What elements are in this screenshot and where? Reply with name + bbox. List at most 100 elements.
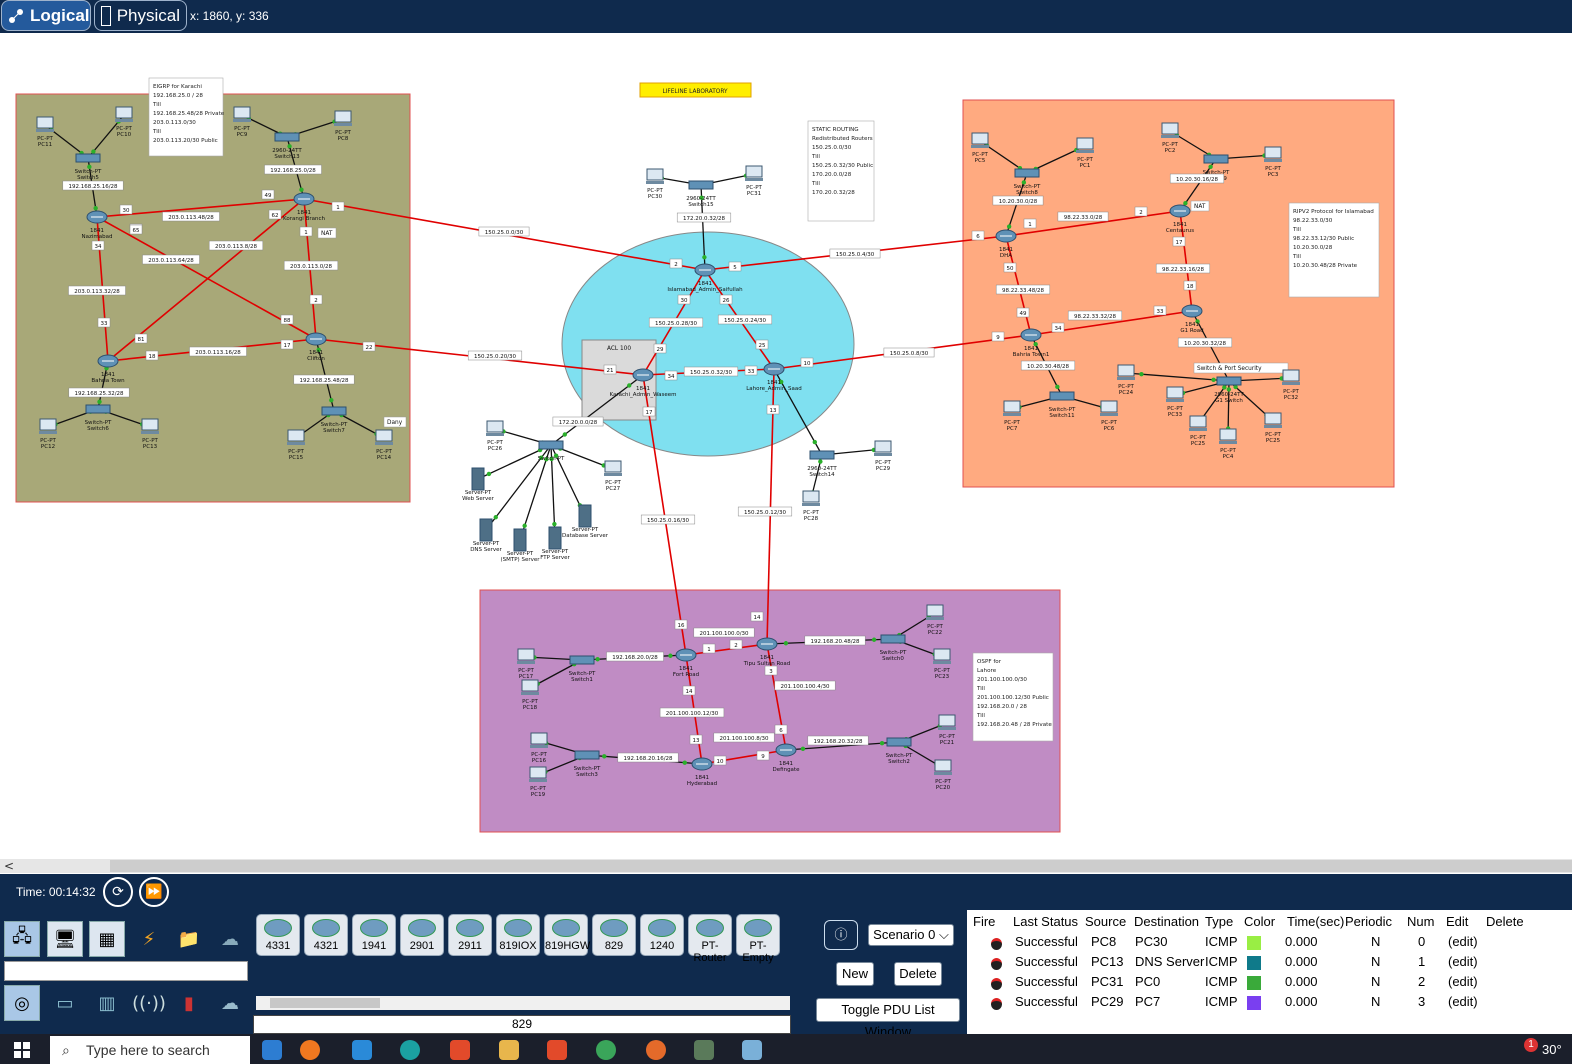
new-scenario-button[interactable]: New [836,962,874,986]
device-model-button[interactable]: 2901 [400,914,444,956]
end-devices-category-icon[interactable]: 🖥 [47,921,83,957]
scenario-select[interactable]: Scenario 0 ⌵ [868,924,954,946]
taskbar-search-input[interactable]: ⌕ Type here to search [50,1036,250,1064]
server-icon[interactable] [479,518,493,542]
device-search-field[interactable] [4,961,248,981]
basketball-app-icon[interactable] [300,1040,320,1060]
switch-icon[interactable] [1049,391,1075,401]
switch-device[interactable]: Switch-PT [538,440,565,462]
pc-icon[interactable] [933,648,951,661]
network-link[interactable] [1179,210,1193,312]
pc-icon[interactable] [1161,122,1179,135]
pc-icon[interactable] [233,106,251,119]
switch-icon[interactable] [1203,154,1229,164]
delete-scenario-button[interactable]: Delete [894,962,942,986]
switch-icon[interactable] [688,180,714,190]
device-model-button[interactable]: 829 [592,914,636,956]
device-layer[interactable]: PC-PTPC11PC-PTPC10Switch-PTSwitch5PC-PTP… [36,106,1300,798]
file-explorer-icon[interactable] [499,1040,519,1060]
fire-pdu-icon[interactable] [991,938,1002,950]
packet-tracer-taskbar-icon[interactable] [694,1040,714,1060]
pc-icon[interactable] [486,420,504,433]
pc-icon[interactable] [604,460,622,473]
pc-icon[interactable] [375,429,393,442]
pc-icon[interactable] [287,429,305,442]
pc-icon[interactable] [1189,415,1207,428]
pc-icon[interactable] [1100,400,1118,413]
windows-start-icon[interactable] [14,1042,30,1058]
switch-icon[interactable] [809,450,835,460]
pdu-edit-link[interactable]: (edit) [1448,934,1478,949]
wireless-subcategory-icon[interactable]: ((·)) [132,992,166,1014]
server-icon[interactable] [513,528,527,552]
power-cycle-icon[interactable]: ⟳ [103,877,133,907]
device-model-button[interactable]: 4321 [304,914,348,956]
pc-icon[interactable] [926,604,944,617]
pc-icon[interactable] [802,490,820,503]
device-list-scrollbar[interactable] [256,996,790,1010]
pc-icon[interactable] [1264,412,1282,425]
brave-browser-icon-2[interactable] [547,1040,567,1060]
pc-icon[interactable] [36,116,54,129]
fire-pdu-icon[interactable] [991,998,1002,1010]
switch-icon[interactable] [321,406,347,416]
routers-subcategory-icon[interactable]: ◎ [4,985,40,1021]
scroll-left-icon[interactable]: < [4,859,15,873]
device-model-button[interactable]: 1941 [352,914,396,956]
islamabad-ripv2-note[interactable]: RIPV2 Protocol for Islamabad98.22.33.0/3… [1288,202,1380,298]
pdu-edit-link[interactable]: (edit) [1448,994,1478,1009]
pc-icon[interactable] [1282,369,1300,382]
pc-icon[interactable] [115,106,133,119]
device-model-button[interactable]: 819HGW [544,914,590,956]
pc-icon[interactable] [745,165,763,178]
network-link[interactable] [685,643,768,656]
switch-icon[interactable] [1216,376,1242,386]
logical-view-button[interactable]: Logical [1,0,91,31]
pc-icon[interactable] [1264,146,1282,159]
device-list-scrollbar-thumb[interactable] [270,998,380,1008]
switch-icon[interactable] [569,655,595,665]
notes-app-icon[interactable] [742,1040,762,1060]
switch-icon[interactable] [1014,168,1040,178]
pc-icon[interactable] [334,110,352,123]
